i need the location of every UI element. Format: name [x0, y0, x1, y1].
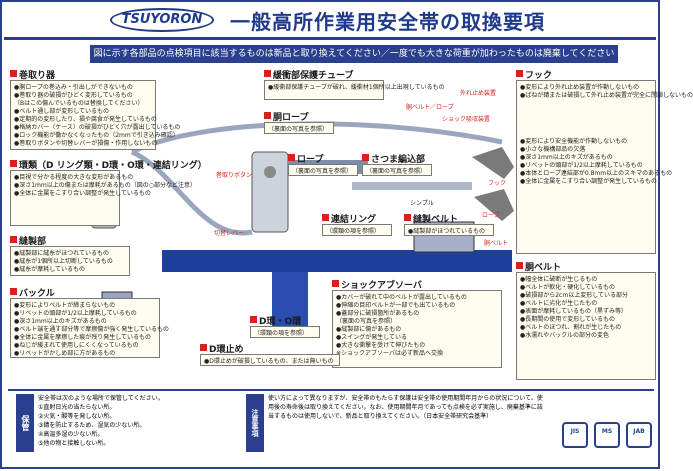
buckle-box: ●変形によりベルトが締まらないもの ●リベットの頭部が1/2以上摩耗しているもの… [10, 298, 169, 358]
shock-box: ●カバーが破れて中のベルトが露出しているもの ●伸縮の目印ベルトが一部でも出てい… [332, 290, 502, 368]
fitting-ring-title: D環・O環 [250, 314, 301, 327]
instruction-banner: 図に示す各部品の点検項目に該当するものは新品と取り換えてください／一度でも大きな… [90, 45, 618, 63]
belt-box: ●幅全体に破断が生じるもの ●ベルトが軟化・硬化しているもの ●破損部から2cm… [516, 272, 656, 380]
coupling-box: （環類の項を参照） [322, 224, 392, 236]
jis-mark: JIS [562, 422, 588, 448]
tube-box: ●緩衝部保護チューブが破れ、緩衝材1個所以上出現しているもの [264, 80, 445, 100]
rope-title: ロープ [288, 152, 323, 165]
sleeve-box: （裏面の写真を参照） [362, 164, 432, 176]
winder-box: ●胴ロープの巻込み・引出しができないもの ●巻取り器の破損がひどく変形しているも… [10, 80, 180, 150]
tube-title: 緩衝部保護チューブ [264, 68, 353, 81]
storage-list: 安全帯は次のような場所で保管してください。 ①直射日光の当たらない所。 ②火気・… [38, 395, 164, 447]
belt-title: 胴ベルト [516, 260, 561, 273]
winder-title: 巻取り器 [10, 68, 55, 81]
notes-text: 使い方によって異なりますが、安全帯のもたらす保護は安全帯の使用期間年月からの状況… [268, 395, 543, 420]
callout-rope: ロープ [482, 212, 500, 219]
waist-rope-box: （裏面の写真を参照） [264, 122, 334, 134]
buckle-title: バックル [10, 286, 55, 299]
callout-waist: 胴ベルト [484, 240, 509, 247]
callout-switch-lever: 切替レバー [214, 230, 245, 237]
stitched-box: ●縫製部に縫糸がほつれているもの ●縫糸が1個所以上切断しているもの ●縫糸が摩… [10, 246, 130, 276]
waist-belt-band [162, 250, 512, 272]
sleeve-title: さつま編込部 [362, 152, 425, 165]
webbing-box: ●縫製部がほつれているもの [404, 224, 494, 236]
jab-mark: JAB [626, 422, 652, 448]
callout-shock-note: ショック吸収装置 [442, 116, 491, 123]
rings-box: ●目視で分かる程度の大きな変形があるもの ●深さ1mm以上の傷または摩耗があるも… [10, 170, 196, 226]
fitting-ring-box: （環類の項を参照） [250, 326, 320, 338]
ms-mark: MS [594, 422, 620, 448]
page-title: 一般高所作業用安全帯の取換要項 [230, 10, 545, 34]
stitched-title: 縫製部 [10, 234, 46, 247]
rope-box: （裏面の写真を参照） [288, 164, 358, 176]
footer [8, 389, 654, 453]
callout-release-button: 巻取りボタン [216, 172, 253, 179]
shock-title: ショックアブソーバ [332, 278, 422, 291]
storage-heading: 保管 [16, 394, 34, 452]
callout-belt-note: 胴ベルト／ロープ [406, 104, 454, 111]
webbing-title: 縫製ベルト [404, 212, 458, 225]
callout-hook: フック [488, 180, 507, 187]
callout-simple: シンプル [410, 200, 434, 207]
brand-logo: TSUYORON [110, 8, 214, 32]
waist-rope-title: 胴ロープ [264, 110, 308, 123]
d-ring-box: ●D環止めが破損しているもの、または無いもの [200, 354, 340, 366]
rings-title: 環類（D リング類・D環・O環・連結リング） [10, 158, 207, 171]
hook-title: フック [516, 68, 552, 81]
callout-outer: 外れ止め装置 [460, 90, 497, 97]
hook-box: ●変形により外れ止め装置が作動しないもの ●ばねが錆または破損して外れ止め装置が… [516, 80, 693, 254]
d-ring-title: D環止め [200, 342, 243, 355]
coupling-title: 連結リング [322, 212, 376, 225]
notes-heading: 注意事項 [246, 394, 264, 452]
hook-shape [472, 147, 514, 179]
